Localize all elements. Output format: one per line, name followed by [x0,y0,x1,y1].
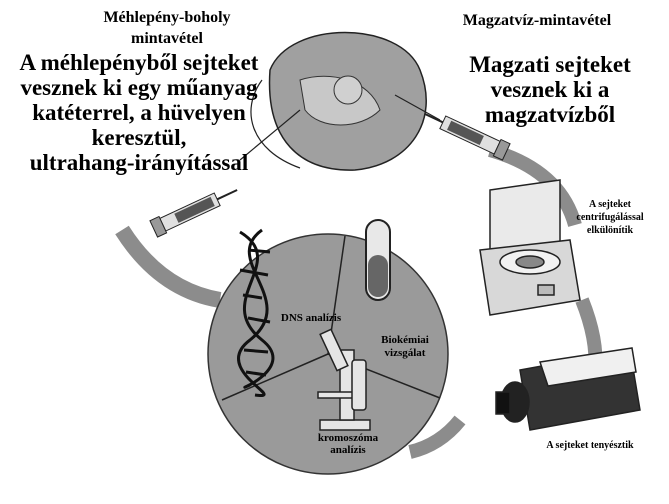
dna-helix-icon [237,228,275,398]
left-desc-line5: ultrahang-irányítással [29,150,249,175]
left-title-line1: Méhlepény-boholy [103,9,231,26]
left-desc-line3: katéterrel, a hüvelyen [32,100,246,125]
right-desc-line2: vesznek ki a [490,77,610,102]
syringe-left-icon [149,189,238,238]
biochem-label-line1: Biokémiai [381,334,429,346]
culture-label: A sejteket tenyésztik [546,440,634,451]
right-desc-line3: magzatvízből [484,102,616,127]
right-desc-line1: Magzati sejteket [469,52,631,77]
right-panel-title: Magzatvíz-mintavétel [462,12,612,29]
chromo-label-line2: analízis [330,444,366,456]
centrifuge-label: A sejteket centrifugálással elkülönítik [560,198,660,237]
culture-flask-icon [495,347,641,431]
dna-analysis-label: DNS analízis [280,312,342,324]
left-title-line2: mintavétel [131,30,203,47]
chromosome-label: kromoszóma analízis [300,432,396,456]
left-desc-line4: keresztül, [91,125,187,150]
biochem-label: Biokémiai vizsgálat [370,334,440,360]
biochem-label-line2: vizsgálat [384,347,426,359]
centrifuge-label-line2: centrifugálással [576,212,644,223]
syringe-right-icon [424,112,511,161]
microscope-icon [317,328,371,431]
left-panel-description: A méhlepényből sejteket vesznek ki egy m… [4,50,274,175]
test-tube-icon [365,219,391,301]
centrifuge-label-line3: elkülönítik [586,225,634,236]
centrifuge-icon [479,179,581,316]
centrifuge-label-line1: A sejteket [589,199,631,210]
left-desc-line2: vesznek ki egy műanyag [20,75,258,100]
cycle-arc-left [115,225,222,308]
left-desc-line1: A méhlepényből sejteket [19,50,259,75]
right-panel-description: Magzati sejteket vesznek ki a magzatvízb… [455,52,645,127]
left-panel-title: Méhlepény-boholy mintavétel [62,7,272,49]
chromo-label-line1: kromoszóma [317,432,379,444]
cycle-arc-bottom [408,415,466,459]
uterus-fetus-illustration [239,31,441,171]
